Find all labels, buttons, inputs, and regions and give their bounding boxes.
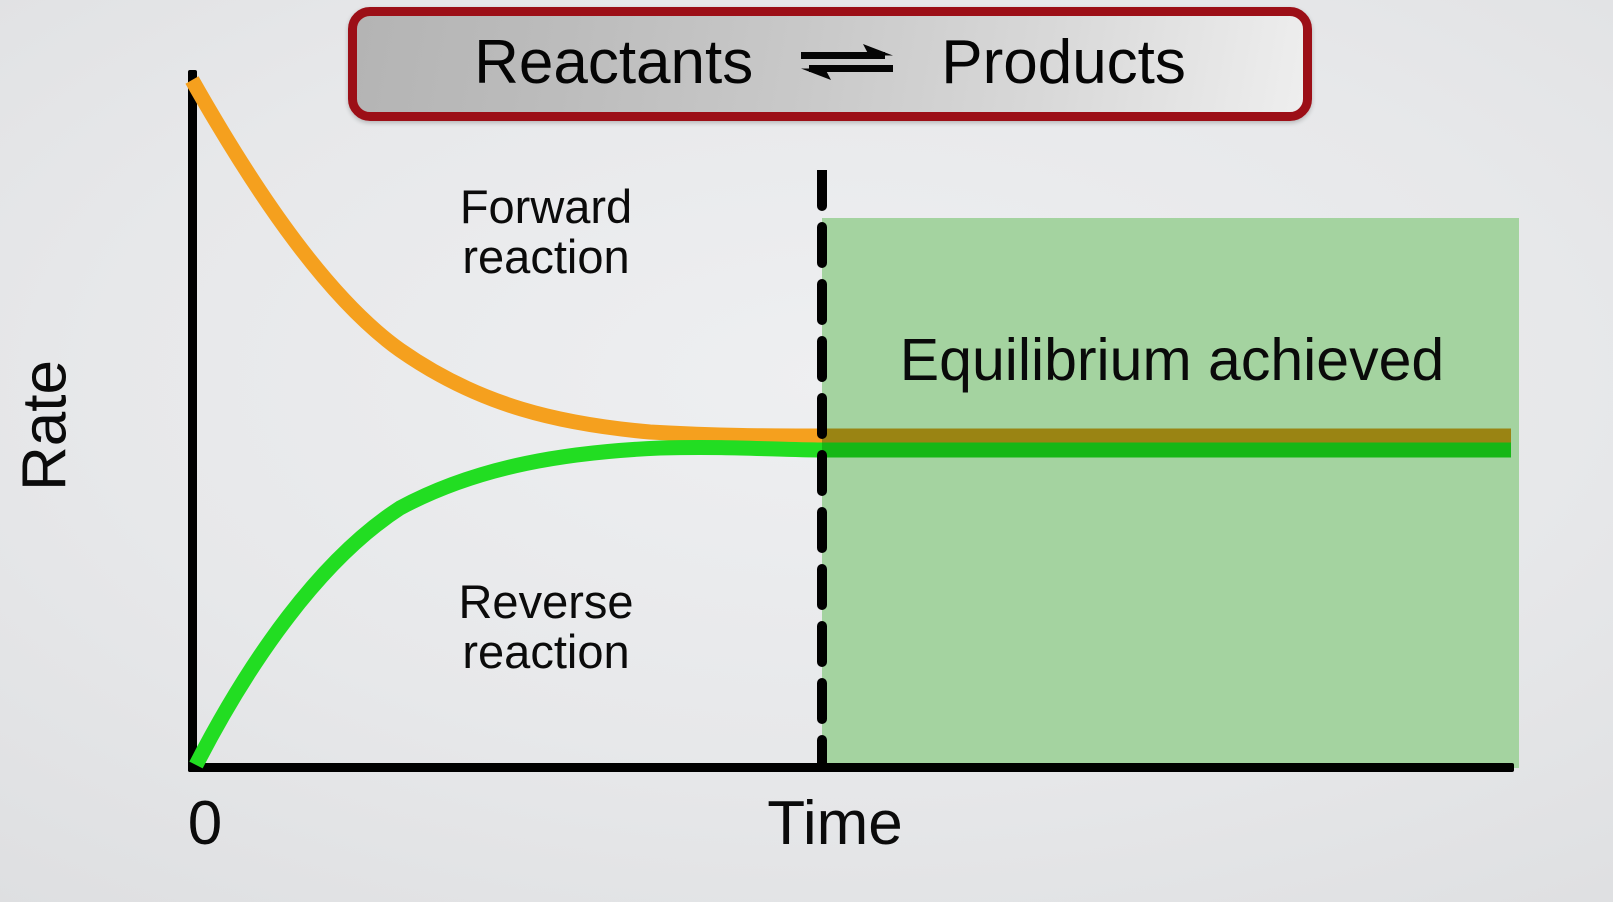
reaction-title-banner: Reactants Products xyxy=(348,7,1312,121)
equilibrium-achieved-label: Equilibrium achieved xyxy=(899,327,1445,393)
x-axis-origin-label: 0 xyxy=(187,789,223,858)
reactants-label: Reactants xyxy=(474,27,754,97)
reverse-reaction-label-line2: reaction xyxy=(462,624,630,678)
reverse-reaction-label: Reverse reaction xyxy=(396,577,696,677)
equilibrium-divider-dashed-line xyxy=(817,170,827,768)
banner-content: Reactants Products xyxy=(357,27,1303,102)
forward-reaction-curve xyxy=(185,76,1511,444)
forward-reaction-label-line2: reaction xyxy=(462,229,630,283)
reverse-reaction-curve xyxy=(189,439,1511,769)
reverse-reaction-label-line1: Reverse xyxy=(458,575,634,628)
equilibrium-region xyxy=(822,218,1519,768)
equilibrium-arrow-icon xyxy=(801,44,894,80)
products-label: Products xyxy=(941,27,1186,97)
y-axis-label: Rate xyxy=(10,360,80,491)
y-axis-line xyxy=(188,70,197,772)
x-axis-line xyxy=(188,763,1514,772)
forward-reaction-label: Forward reaction xyxy=(396,182,696,282)
x-axis-label: Time xyxy=(767,789,903,858)
forward-reaction-label-line1: Forward xyxy=(459,180,633,233)
